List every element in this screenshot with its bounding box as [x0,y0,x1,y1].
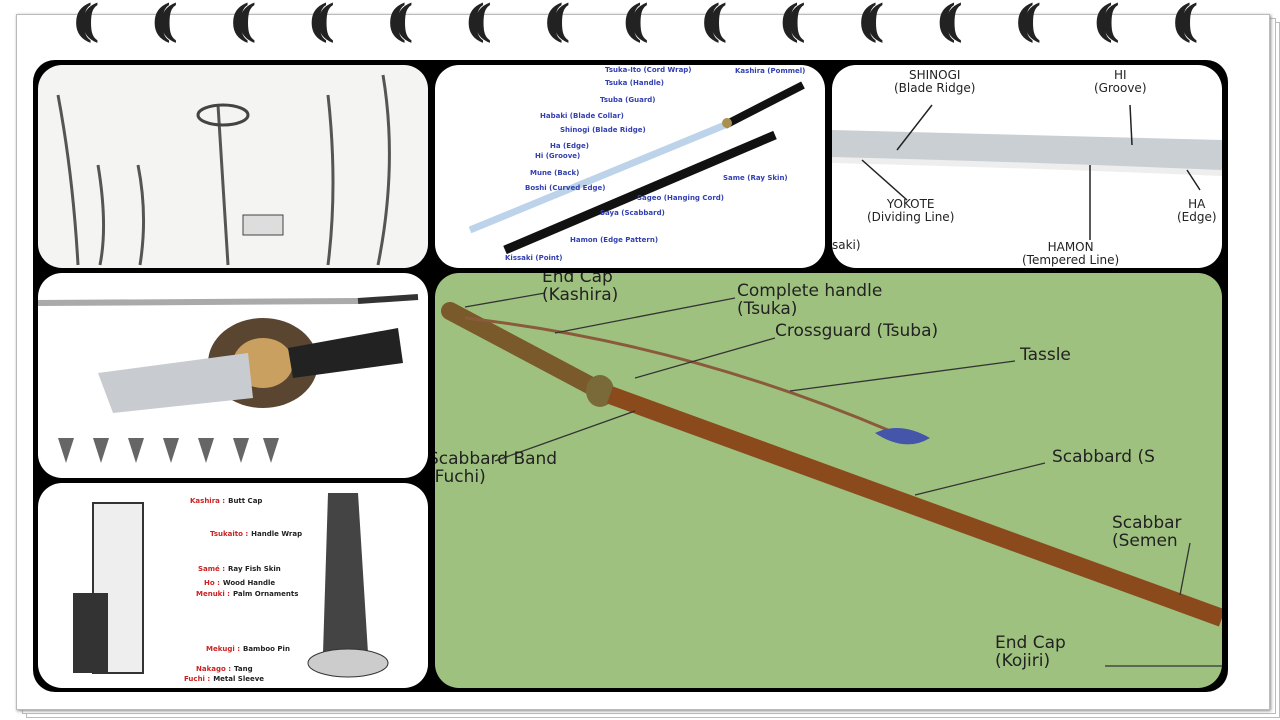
part-japanese-name: Ho : [204,579,220,587]
label-end-cap-kojiri: End Cap(Kojiri) [995,633,1066,671]
label-hamon: HAMON(Tempered Line) [1022,240,1120,267]
spiral-ring: (( [150,0,179,47]
sword-parts-image: Tsuka-Ito (Cord Wrap) Kashira (Pommel) Tsu… [435,65,825,268]
label-scabbard-band: Scabbard Band(Fuchi) [435,449,558,487]
spiral-ring: (( [543,0,571,47]
part-label: Kissaki (Point) [505,254,563,262]
spiral-ring: (( [1014,0,1042,47]
sword-sketches-image [38,65,428,268]
label-crossguard: Crossguard (Tsuba) [775,321,939,341]
part-label: Kashira (Pommel) [735,67,806,75]
part-label: Ha (Edge) [550,142,589,150]
label-ha: HA(Edge) [1177,197,1217,224]
part-label: Tsuka (Handle) [605,79,664,87]
part-japanese-name: Menuki : [196,590,230,598]
spiral-ring: (( [386,0,414,47]
part-japanese-name: Kashira : [190,497,226,505]
part-japanese-name: Mekugi : [206,645,240,653]
label-hi: HI(Groove) [1094,68,1147,95]
part-label: Tsuba (Guard) [600,96,656,104]
part-japanese-name: Samé : [198,565,226,573]
handle-drawing [73,493,389,678]
label-kissaki-partial: saki) [832,238,861,252]
spiral-ring: (( [307,0,336,47]
label-scabbard: Scabbard (S [1052,447,1155,467]
handle-part-label: Ho :Wood Handle [204,572,275,589]
handle-part-label: Kashira :Butt Cap [190,490,262,507]
spiral-ring: (( [700,0,728,47]
label-end-cap-kashira: End Cap(Kashira) [542,273,619,305]
part-english-name: Wood Handle [222,579,276,587]
spiral-ring: (( [621,0,650,47]
part-label: Saya (Scabbard) [600,209,665,217]
blade-closeup-image: SHINOGI(Blade Ridge) HI(Groove) YOKOTE(D… [832,65,1222,268]
spiral-ring: (( [229,0,257,47]
part-label: Mune (Back) [530,169,580,177]
spiral-ring: (( [1092,0,1121,47]
spiral-ring: (( [72,0,100,47]
part-label: Habaki (Blade Collar) [540,112,624,120]
handle-part-label: Fuchi :Metal Sleeve [184,668,264,685]
part-label: Tsuka-Ito (Cord Wrap) [605,66,692,74]
part-japanese-name: Fuchi : [184,675,211,683]
part-english-name: Handle Wrap [251,530,303,538]
part-english-name: Ray Fish Skin [228,565,281,573]
part-label: Hi (Groove) [535,152,581,160]
katana-in-scabbard-drawing [441,292,1222,667]
katana-labeled-image: End Cap(Kashira) Complete handle(Tsuka) … [435,273,1222,688]
label-shinogi: SHINOGI(Blade Ridge) [894,68,976,95]
part-english-name: Metal Sleeve [213,675,265,683]
label-tassle: Tassle [1020,345,1071,365]
spiral-ring: (( [778,0,807,47]
part-japanese-name: Nakago : [196,665,232,673]
tsuba-and-blade-drawing [38,294,419,463]
label-scabbard-semen: Scabbar(Semen [1112,513,1182,551]
blade-drawing [832,104,1222,240]
handle-part-label: Samé :Ray Fish Skin [198,558,281,575]
part-label: Hamon (Edge Pattern) [570,236,659,244]
part-label: Boshi (Curved Edge) [525,184,606,192]
handle-part-label: Mekugi :Bamboo Pin [206,638,290,655]
handle-part-label: Nakago :Tang [196,658,253,675]
handle-part-label: Menuki :Palm Ornaments [196,583,298,600]
part-english-name: Palm Ornaments [232,590,299,598]
spiral-ring: (( [1171,0,1199,47]
spiral-ring: (( [857,0,885,47]
tsuba-closeup-image [38,273,428,478]
part-label: Same (Ray Skin) [723,174,788,182]
part-japanese-name: Tsukaito : [210,530,249,538]
handle-part-label: Tsukaito :Handle Wrap [210,523,302,540]
part-english-name: Tang [234,665,253,673]
sword-sketches-drawing [56,74,391,266]
spiral-ring: (( [935,0,964,47]
part-english-name: Bamboo Pin [243,645,290,653]
label-complete-handle: Complete handle(Tsuka) [737,281,883,319]
katana-with-scabbard-drawing [468,81,805,255]
part-label: Shinogi (Blade Ridge) [560,126,646,134]
label-yokote: YOKOTE(Dividing Line) [867,197,955,224]
spiral-ring: (( [464,0,493,47]
part-english-name: Butt Cap [228,497,263,505]
part-label: Sageo (Hanging Cord) [637,194,724,202]
